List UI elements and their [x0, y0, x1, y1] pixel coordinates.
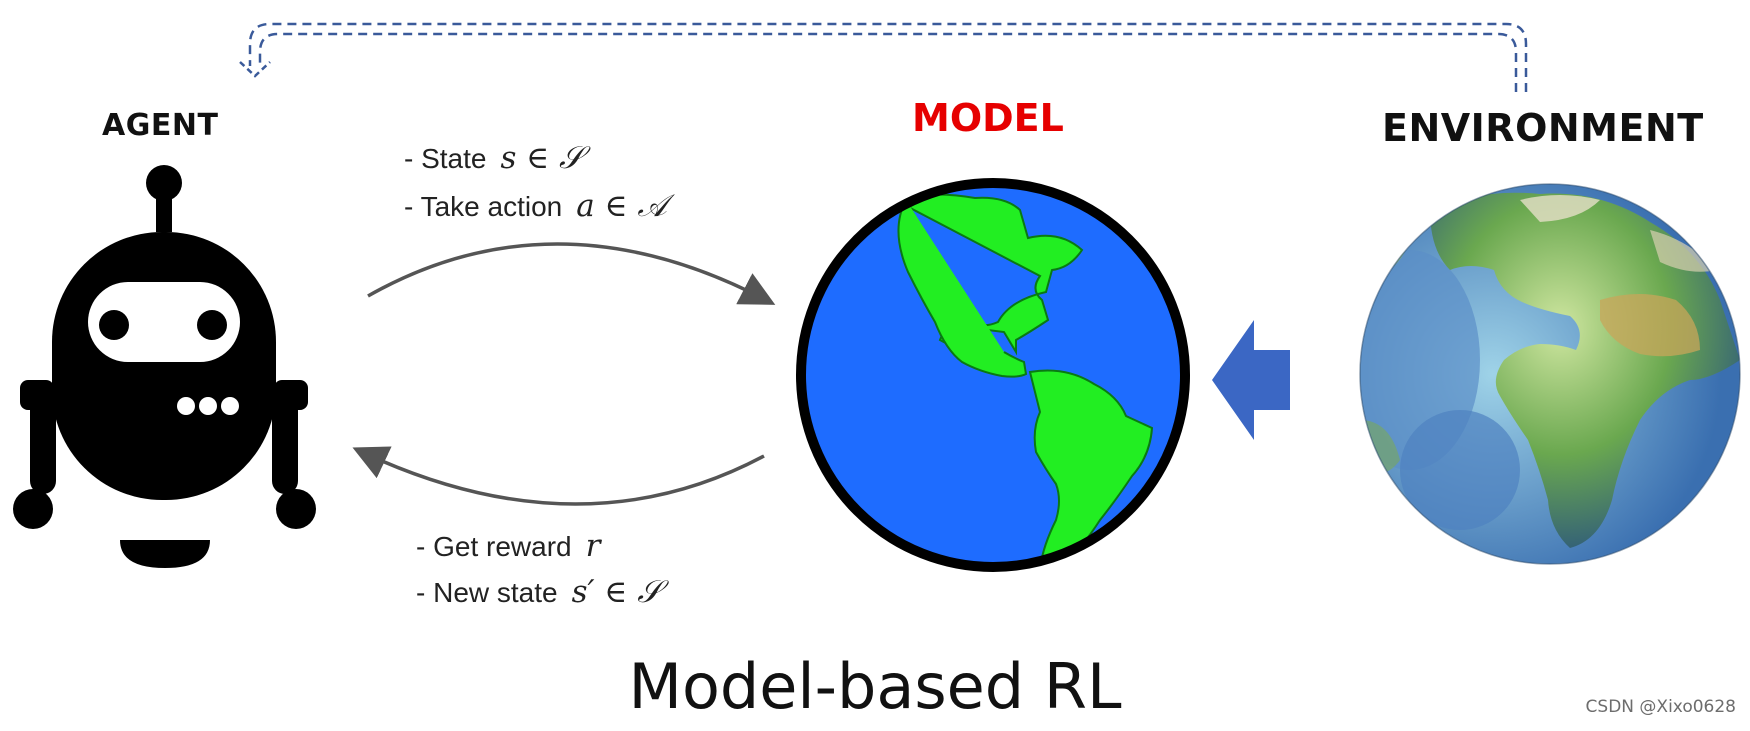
annotation-action: - Take action a ∈ 𝒜 — [404, 188, 667, 225]
annotation-reward-math: r — [585, 528, 601, 564]
arrow-model-to-agent — [352, 446, 765, 506]
model-label: MODEL — [912, 96, 1064, 140]
earth-relief-globe-icon — [1359, 183, 1741, 565]
annotation-state-math: s ∈ 𝒮 — [500, 140, 584, 176]
robot-icon — [13, 165, 316, 568]
environment-label: ENVIRONMENT — [1382, 106, 1704, 150]
annotation-reward-text: - Get reward — [416, 531, 572, 562]
feedback-dashed-arrow — [239, 22, 1528, 92]
annotation-reward: - Get reward r — [416, 528, 600, 564]
annotation-state-text: - State — [404, 143, 487, 174]
environment-to-model-arrow — [1212, 320, 1290, 440]
annotation-state: - State s ∈ 𝒮 — [404, 140, 583, 177]
cartoon-globe-icon — [796, 178, 1190, 572]
annotation-action-math: a ∈ 𝒜 — [576, 188, 667, 224]
arrow-agent-to-model — [367, 242, 776, 305]
annotation-new-state: - New state s′ ∈ 𝒮 — [416, 574, 661, 611]
annotation-new-state-text: - New state — [416, 577, 558, 608]
watermark: CSDN @Xixo0628 — [1585, 697, 1736, 717]
agent-label: AGENT — [102, 108, 219, 143]
footer-title: Model-based RL — [628, 650, 1122, 723]
annotation-action-text: - Take action — [404, 191, 563, 222]
annotation-new-state-math: s′ ∈ 𝒮 — [571, 574, 662, 610]
